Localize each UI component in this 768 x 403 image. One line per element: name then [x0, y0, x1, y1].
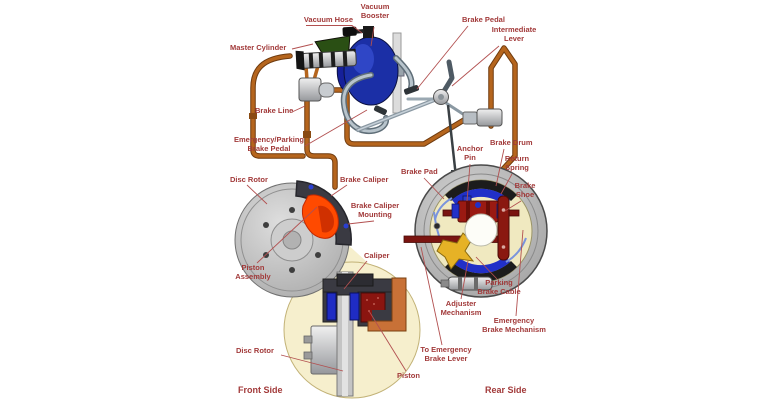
- pipe-couplings: [249, 113, 311, 138]
- label-anchor-pin: Anchor Pin: [456, 144, 484, 162]
- label-brake-pad: Brake Pad: [401, 167, 438, 176]
- leader-lines: [246, 25, 524, 372]
- label-to-emergency-brake-lever: To Emergency Brake Lever: [420, 345, 472, 363]
- label-brake-caliper-mounting: Brake Caliper Mounting: [350, 201, 400, 219]
- label-brake-pedal: Brake Pedal: [462, 15, 505, 24]
- rear-line-coupling: [462, 108, 503, 127]
- label-vacuum-hose: Vacuum Hose: [303, 15, 353, 24]
- pedal-assembly: [340, 55, 440, 135]
- caliper-inset: [303, 271, 407, 397]
- title-front-side: Front Side: [238, 385, 283, 395]
- master-cylinder: [295, 26, 357, 71]
- label-piston-assembly: Piston Assembly: [235, 263, 271, 281]
- label-brake-drum: Brake Drum: [490, 138, 533, 147]
- label-parking-brake-cable: Parking Brake Cable: [477, 278, 521, 296]
- label-master-cylinder: Master Cylinder: [230, 43, 287, 52]
- label-vacuum-booster: Vacuum Booster: [360, 2, 390, 20]
- label-emergency-parking-brake-pedal: Emergency/Parking Brake Pedal: [233, 135, 305, 153]
- label-caliper: Caliper: [364, 251, 390, 260]
- title-rear-side: Rear Side: [485, 385, 527, 395]
- label-emergency-brake-mechanism: Emergency Brake Mechanism: [482, 316, 546, 334]
- label-piston: Piston: [397, 371, 420, 380]
- label-disc-rotor: Disc Rotor: [230, 175, 268, 184]
- label-intermediate-lever: Intermediate Lever: [491, 25, 537, 43]
- label-brake-line: Brake Line: [255, 106, 294, 115]
- label-disc-rotor-bottom: Disc Rotor: [236, 346, 274, 355]
- label-brake-caliper: Brake Caliper: [340, 175, 389, 184]
- rear-drum-brake: [403, 164, 548, 298]
- label-return-spring: Return Spring: [504, 154, 530, 172]
- label-adjuster-mechanism: Adjuster Mechanism: [440, 299, 482, 317]
- junction-block: [298, 77, 335, 102]
- label-brake-shoe: Brake Shoe: [514, 181, 536, 199]
- front-disc-brake: [234, 180, 352, 298]
